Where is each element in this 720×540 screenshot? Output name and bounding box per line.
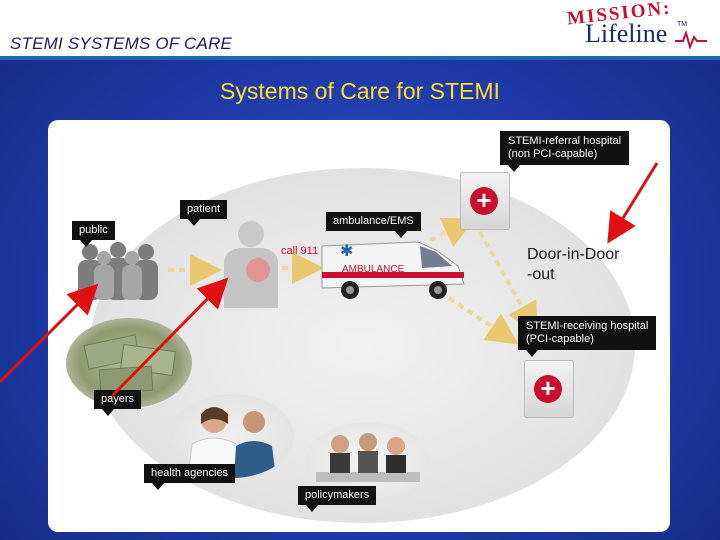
tag-referral-hospital: STEMI-referral hospital (non PCI-capable…: [500, 131, 630, 172]
tag-policymakers: policymakers: [298, 486, 377, 512]
red-arrow-to-public: [0, 283, 99, 384]
receiving-hospital-line2: (PCI-capable): [526, 333, 594, 345]
header-rule: [0, 56, 720, 60]
medical-cross-icon: +: [470, 187, 498, 215]
annotation-line1: Door-in-Door: [527, 246, 620, 263]
referral-hospital-icon: +: [460, 172, 510, 230]
policymakers-image: [306, 422, 430, 500]
call-911-label: call 911: [281, 245, 319, 257]
tag-health-agencies: health agencies: [144, 464, 236, 490]
medical-cross-icon: +: [534, 375, 562, 403]
mission-lifeline-logo: MISSION: Lifeline TM: [563, 0, 709, 53]
tag-receiving-hospital: STEMI-receiving hospital (PCI-capable): [518, 316, 657, 357]
public-crowd-icon: [78, 242, 158, 300]
red-arrow-to-annotation: [607, 162, 659, 244]
tag-public: public: [72, 221, 115, 247]
tag-patient: patient: [180, 200, 228, 226]
referral-hospital-line2: (non PCI-capable): [508, 148, 598, 160]
receiving-hospital-line1: STEMI-receiving hospital: [526, 320, 649, 332]
slide-title: Systems of Care for STEMI: [220, 78, 500, 104]
annotation-line2: -out: [527, 266, 555, 283]
heartbeat-icon: [675, 29, 707, 49]
tag-payers: payers: [94, 390, 142, 416]
logo-lifeline-text: Lifeline: [585, 19, 668, 48]
logo-trademark: TM: [677, 21, 688, 28]
door-in-door-out-annotation: Door-in-Door -out: [527, 245, 619, 285]
svg-text:✱: ✱: [340, 241, 353, 260]
patient-icon: [224, 221, 278, 308]
flow-referral-to-receiving: [478, 231, 538, 335]
referral-hospital-line1: STEMI-referral hospital: [508, 135, 622, 147]
header-title: STEMI SYSTEMS OF CARE: [10, 34, 233, 53]
red-arrow-to-patient: [110, 277, 229, 398]
receiving-hospital-icon: +: [524, 360, 574, 418]
tag-ambulance: ambulance/EMS: [326, 212, 421, 238]
flow-ems-to-receiving: [438, 290, 519, 345]
meeting-icon: [316, 433, 420, 482]
ambulance-side-text: AMBULANCE: [342, 264, 405, 275]
ambulance-icon: ✱: [321, 241, 465, 299]
